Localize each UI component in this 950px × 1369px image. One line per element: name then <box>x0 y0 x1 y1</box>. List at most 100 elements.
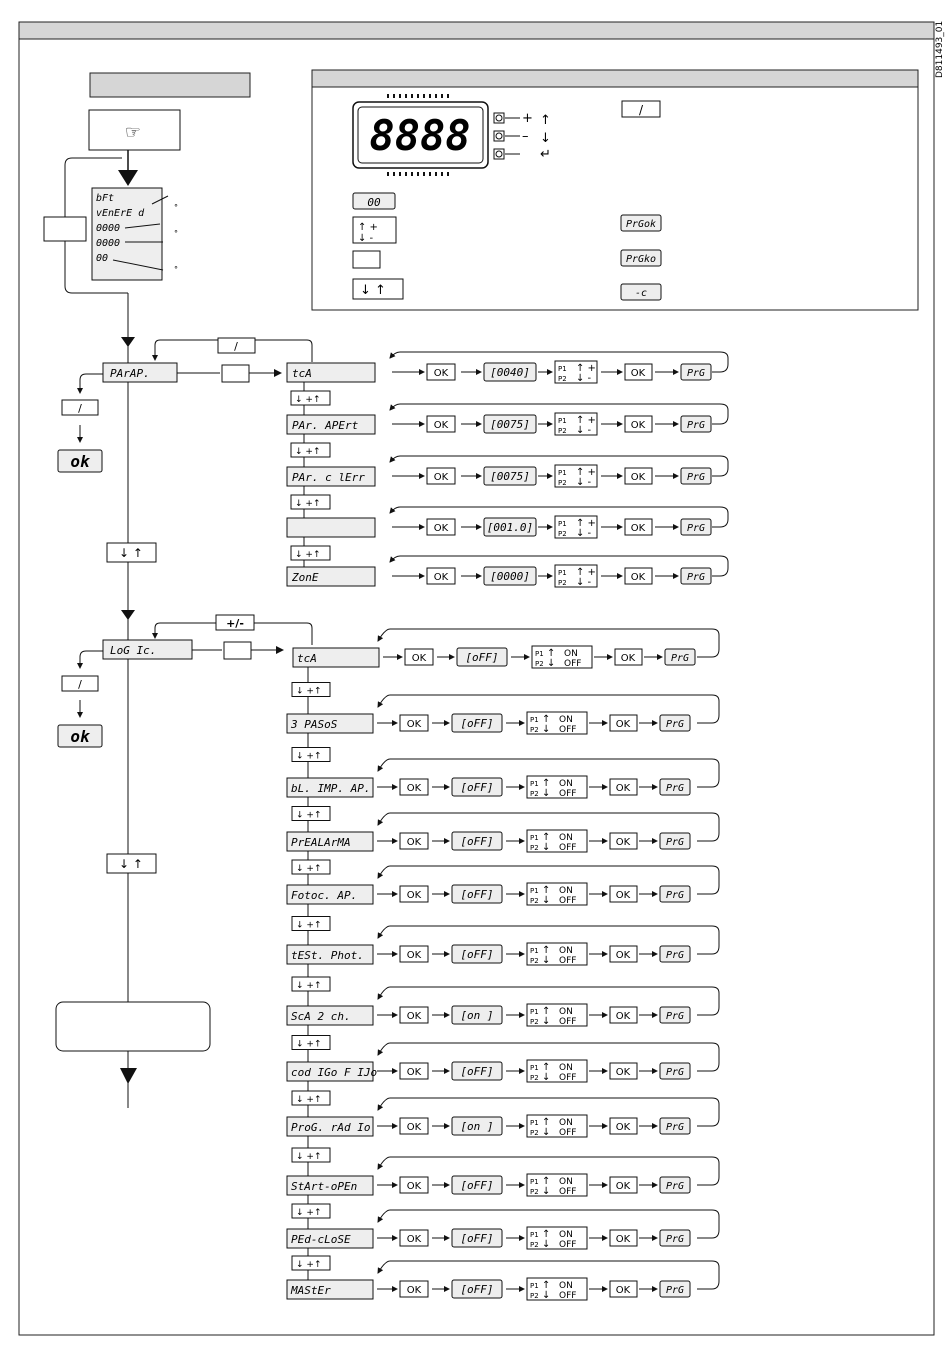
up-arrow-icon: ↑ + <box>576 415 596 426</box>
param-ok-box-2 <box>624 567 653 585</box>
logic-off-label: OFF <box>559 896 576 906</box>
logic-ok-label-2: OK <box>616 719 631 730</box>
logic-ok-label: OK <box>407 890 422 901</box>
logic-ok-box-2 <box>609 1062 638 1080</box>
logic-toggle-box <box>526 1173 588 1197</box>
power-on-line-4: 0000 <box>96 238 120 249</box>
logic-step-box <box>291 916 331 931</box>
logic-prg-box <box>659 945 691 963</box>
down-arrow-icon: ↓ <box>542 724 550 735</box>
param-step-label: ↓ +↑ <box>295 395 320 405</box>
logic-value-box <box>451 884 503 904</box>
logic-p2: P2 <box>530 844 539 852</box>
down-arrow-icon: ↓ <box>547 658 555 669</box>
logic-ok-box <box>399 1176 429 1194</box>
logic-item-box <box>286 1005 374 1026</box>
logic-p1: P1 <box>530 834 539 842</box>
logic-item-label: 3 PASoS <box>290 718 338 731</box>
logic-prg-box <box>659 885 691 903</box>
led-display: 8888 <box>352 94 489 176</box>
logic-ok-box <box>399 945 429 963</box>
logic-item-label: PEd-cLoSE <box>291 1233 351 1246</box>
param-ok-box-2 <box>624 467 653 485</box>
param-item-box <box>286 414 376 435</box>
logic-value-box <box>451 1005 503 1025</box>
logic-off-label: OFF <box>559 789 576 799</box>
logic-step-label: ↓ +↑ <box>296 921 321 931</box>
param-item-box <box>286 362 376 383</box>
param-exit-ok: ok <box>70 452 91 471</box>
logic-item-box <box>286 1228 374 1249</box>
document-id: D811493_01 <box>935 21 945 78</box>
param-step-box <box>290 390 331 406</box>
logic-value-box <box>451 1279 503 1299</box>
logic-ok-box <box>399 1062 429 1080</box>
up-arrow-icon: ↑ <box>542 1176 550 1187</box>
param-loop-line <box>389 455 729 477</box>
param-p1: P1 <box>558 520 567 528</box>
param-step-label: ↓ +↑ <box>295 499 320 509</box>
param-adjust-box <box>554 515 598 539</box>
logic-step-box <box>291 806 331 821</box>
logic-value-box <box>451 1228 503 1248</box>
logic-ok-box-2 <box>609 714 638 732</box>
param-prg-box <box>680 567 712 585</box>
power-on-line-2: vEnErE d <box>96 208 145 219</box>
up-arrow-icon: ↑ <box>547 648 555 659</box>
param-ok-box-2 <box>624 518 653 536</box>
logic-p1: P1 <box>530 1119 539 1127</box>
logic-prg-box <box>659 1006 691 1024</box>
end-box <box>55 1001 211 1052</box>
param-value-box <box>483 362 537 382</box>
up-arrow-icon: ↑ <box>542 945 550 956</box>
logic-toggle-box <box>526 882 588 906</box>
logic-p2: P2 <box>530 1074 539 1082</box>
logic-item-box <box>286 831 374 852</box>
logic-step-label: ↓ +↑ <box>296 864 321 874</box>
logic-value-box <box>451 831 503 851</box>
down-arrow-icon: ↓ - <box>576 577 592 588</box>
logic-on-label: ON <box>559 715 573 725</box>
logic-ok-label-2: OK <box>616 890 631 901</box>
logic-ok-label: OK <box>407 1285 422 1296</box>
logic-ok-label-2: OK <box>616 783 631 794</box>
logic-value: [oFF] <box>460 717 493 730</box>
param-loop-line <box>389 403 729 425</box>
logic-prg-label: PrG <box>666 1122 684 1133</box>
logic-p2: P2 <box>530 1292 539 1300</box>
logic-item-box <box>292 647 380 668</box>
param-ok-label: OK <box>434 368 449 379</box>
param-value: [001.0] <box>487 521 533 534</box>
logic-step-box <box>291 976 331 992</box>
minus-key <box>493 130 505 142</box>
down-arrow-icon: ↓ <box>542 955 550 966</box>
logic-ok-label-2: OK <box>616 950 631 961</box>
logic-ok-box-2 <box>609 1280 638 1298</box>
logic-off-label: OFF <box>559 1128 576 1138</box>
logic-ok-label: OK <box>407 1181 422 1192</box>
spine-arrow-1 <box>121 337 135 347</box>
up-arrow-icon: ↑ <box>542 778 550 789</box>
logic-exit-ok: ok <box>70 727 91 746</box>
power-on-line-5: 00 <box>96 253 108 264</box>
logic-ok-box <box>399 1280 429 1298</box>
logic-value-box <box>451 777 503 797</box>
legend-slash: / <box>639 103 644 117</box>
logic-p2: P2 <box>530 1018 539 1026</box>
logic-value-box <box>456 647 508 667</box>
down-arrow-icon: ↓ <box>542 1127 550 1138</box>
param-prg-label: PrG <box>687 572 705 583</box>
logic-loop-line <box>377 758 720 788</box>
logic-ok-box-2 <box>609 1117 638 1135</box>
logic-ok-box <box>399 885 429 903</box>
param-p1: P1 <box>558 365 567 373</box>
logic-ok-box <box>399 832 429 850</box>
logic-loop-line <box>377 1209 720 1239</box>
param-adjust-box <box>554 464 598 488</box>
param-item-label: tcA <box>292 367 312 380</box>
logic-prg-box <box>659 1229 691 1247</box>
